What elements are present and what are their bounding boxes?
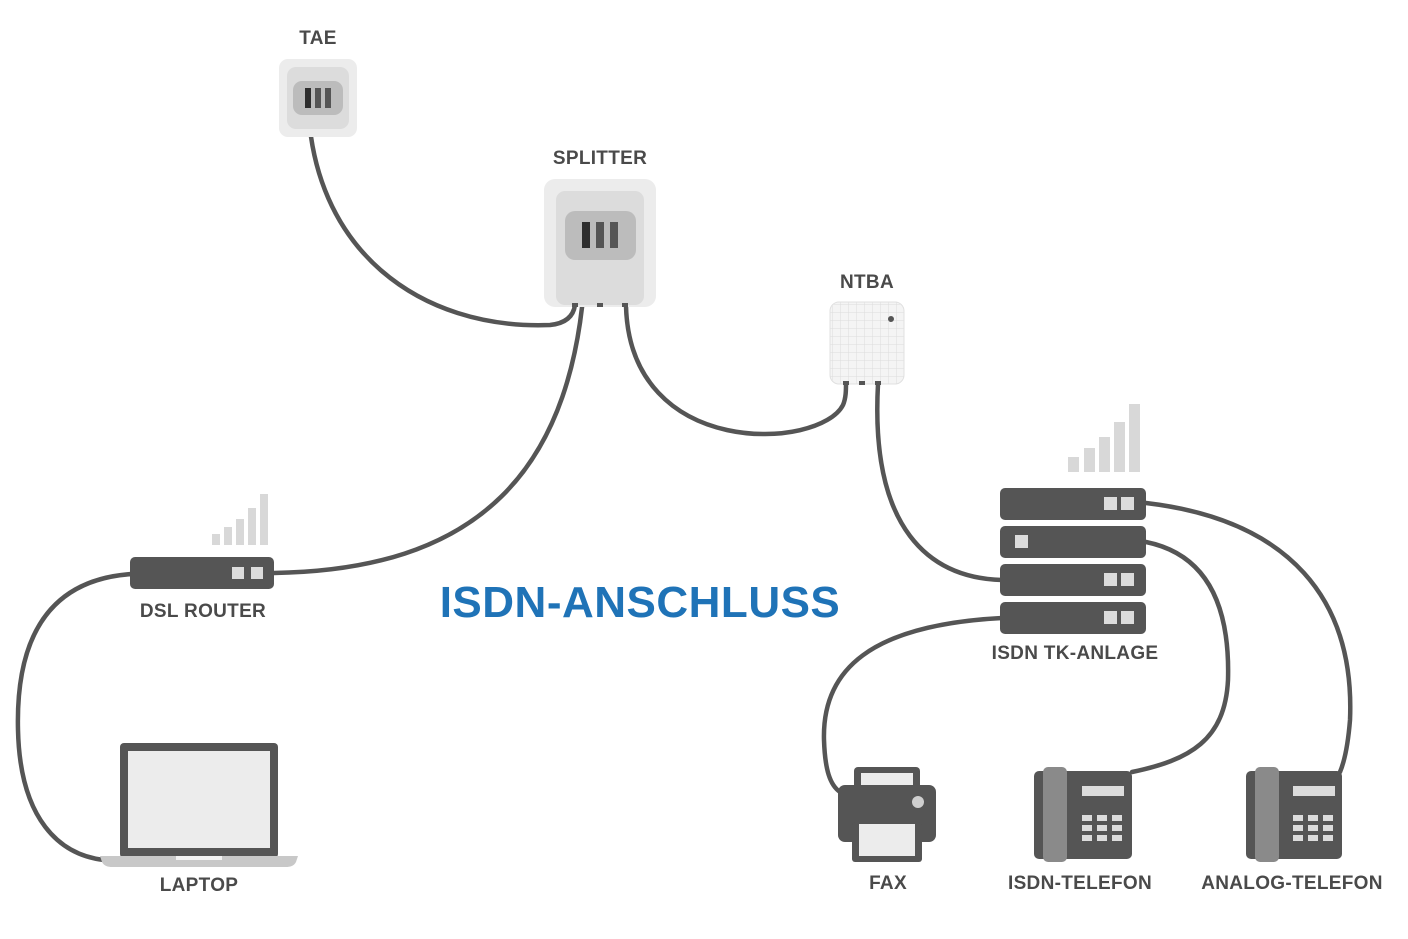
splitter-icon xyxy=(544,179,656,307)
cable-tk-isdn-telefon xyxy=(1129,539,1231,775)
ntba-icon xyxy=(829,301,905,385)
fax-label: FAX xyxy=(869,873,907,894)
cable-tk-analog-telefon xyxy=(1143,500,1353,775)
tae-socket-icon xyxy=(279,59,357,137)
laptop-label: LAPTOP xyxy=(159,875,239,896)
tk-signal-bars-icon xyxy=(1068,404,1140,472)
fax-icon xyxy=(838,767,936,862)
ntba-label: NTBA xyxy=(840,272,894,293)
diagram-title: ISDN-ANSCHLUSS xyxy=(439,578,841,627)
cable-tk-fax xyxy=(821,615,1005,795)
laptop-icon xyxy=(100,743,298,867)
splitter-label: SPLITTER xyxy=(552,148,648,169)
isdn-telefon-label: ISDN-TELEFON xyxy=(1008,873,1152,894)
cable-tae-splitter xyxy=(305,95,578,328)
isdn-tk-anlage-icon xyxy=(1000,404,1146,634)
analog-telefon-label: ANALOG-TELEFON xyxy=(1201,873,1383,894)
router-signal-bars-icon xyxy=(212,494,268,545)
isdn-tk-anlage-label: ISDN TK-ANLAGE xyxy=(991,643,1159,664)
cable-ntba-tk-anlage xyxy=(875,381,1005,583)
cable-splitter-dsl-router xyxy=(271,247,589,576)
isdn-telefon-icon xyxy=(1034,767,1132,862)
tae-label: TAE xyxy=(299,28,337,49)
dsl-router-icon xyxy=(130,494,274,589)
cable-router-laptop xyxy=(15,571,135,863)
cable-splitter-ntba xyxy=(623,303,849,437)
analog-telefon-icon xyxy=(1246,767,1342,862)
dsl-router-label: DSL ROUTER xyxy=(139,601,267,622)
cables xyxy=(15,95,1353,863)
